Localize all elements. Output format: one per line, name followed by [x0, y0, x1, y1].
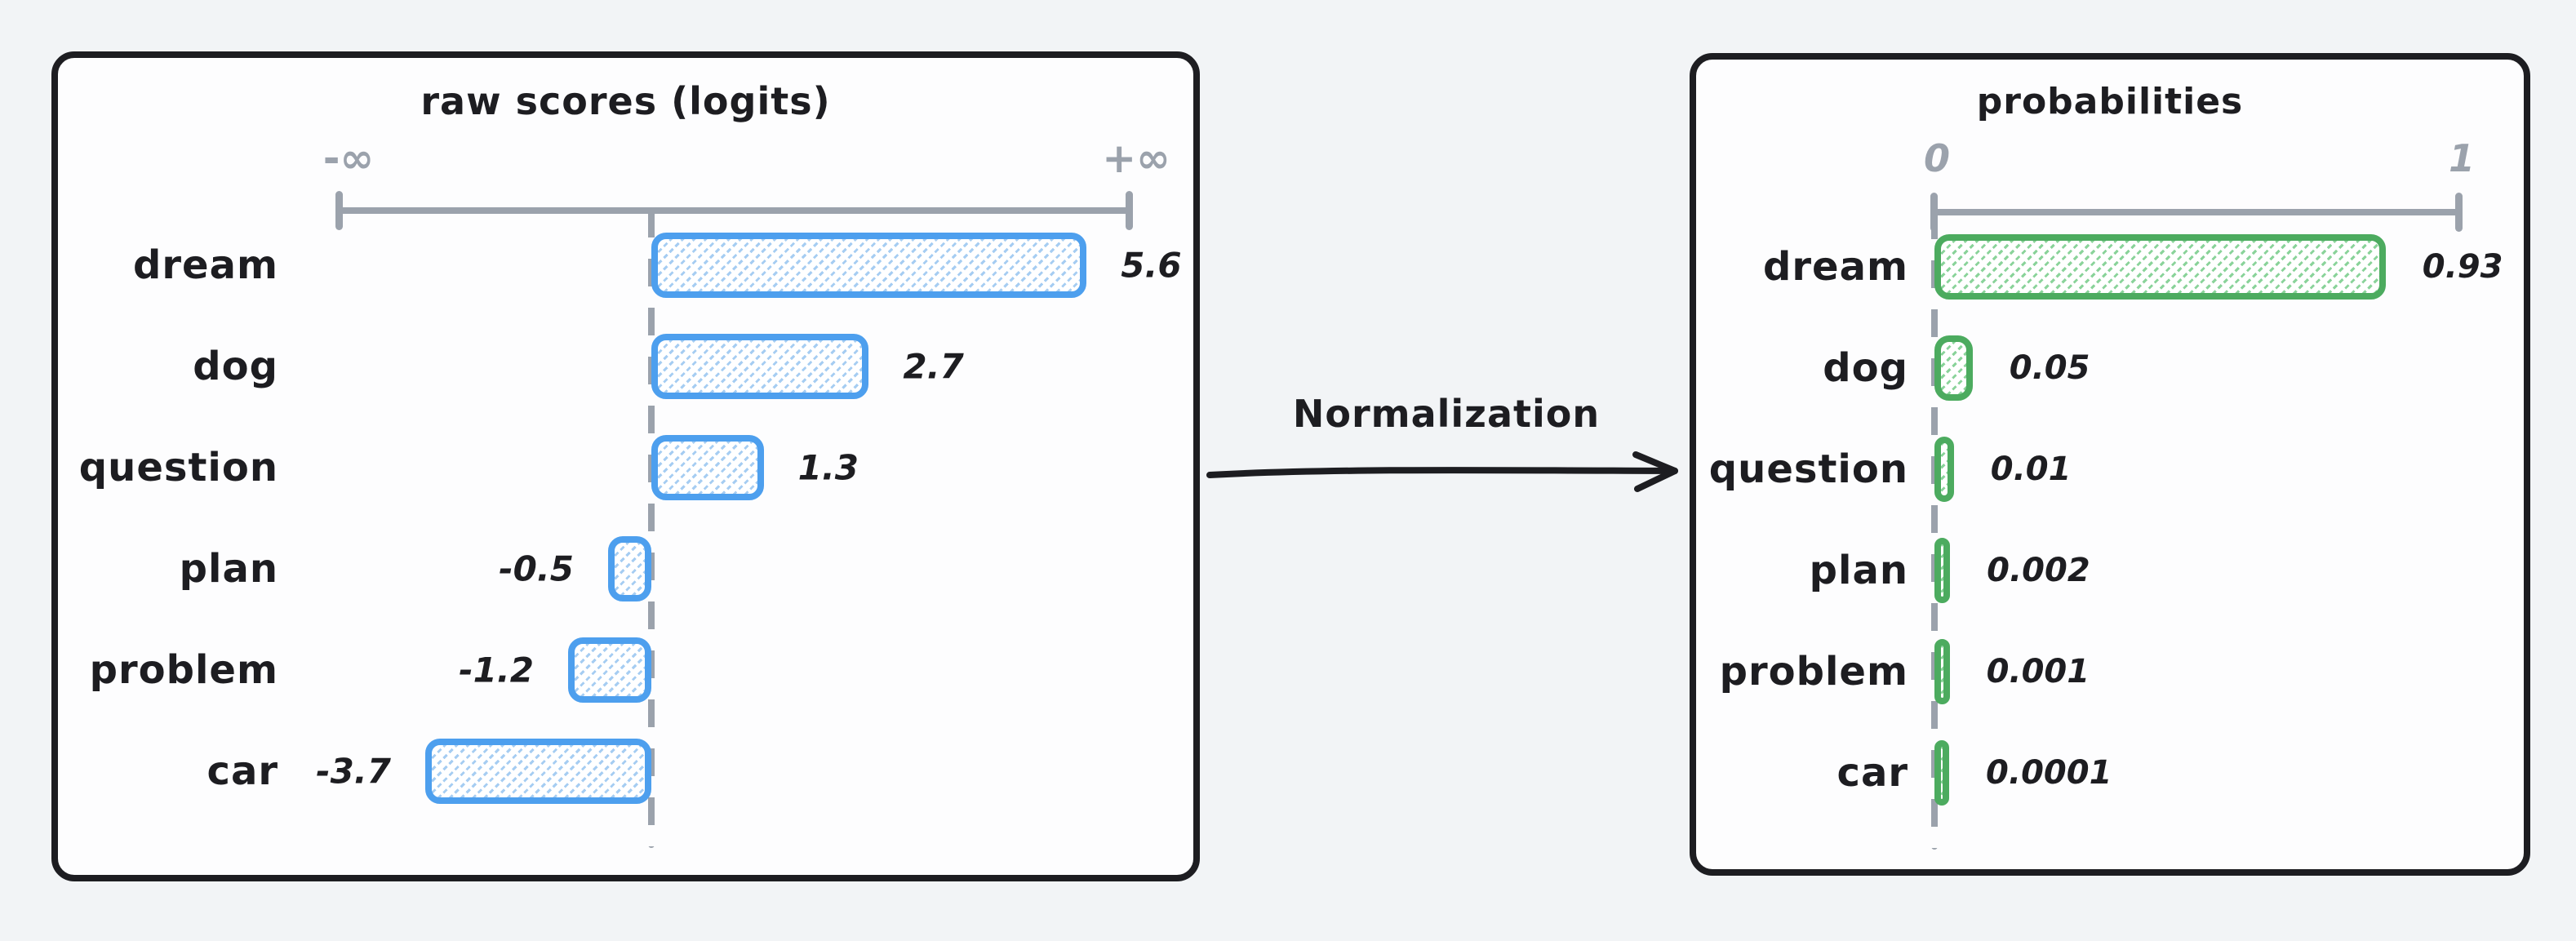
axis-tick-max [2455, 193, 2463, 232]
category-label: question [1708, 446, 1908, 492]
category-label: question [78, 445, 278, 490]
row-dog: dog 2.7 [58, 316, 1193, 417]
value-label: 5.6 [1121, 245, 1182, 286]
bar-dream [1934, 234, 2386, 300]
category-label: dream [133, 242, 278, 288]
category-label: car [1837, 750, 1908, 796]
row-question: question 1.3 [58, 417, 1193, 518]
axis-tick-max [1126, 191, 1133, 230]
chart-title: probabilities [1976, 81, 2244, 122]
bar-dog [651, 334, 869, 399]
bar-question [651, 435, 764, 500]
bar-problem [1934, 639, 1950, 704]
axis-line [339, 207, 1129, 214]
axis-tick-min [335, 191, 343, 230]
row-car: car 0.0001 [1696, 722, 2524, 823]
bar-plan [608, 536, 651, 601]
bar-dream [651, 233, 1087, 298]
category-label: problem [1719, 649, 1908, 695]
bar-car [425, 739, 651, 804]
bar-rows: dream 5.6 dog 2.7 question 1.3 plan -0.5… [58, 215, 1193, 822]
value-label: 0.93 [2422, 248, 2503, 286]
normalization-label: Normalization [1292, 392, 1601, 436]
normalization-transform: Normalization [1206, 384, 1686, 522]
value-label: 0.0001 [1986, 754, 2112, 792]
axis-line [1934, 209, 2458, 215]
value-label: 0.01 [1990, 451, 2072, 488]
row-plan: plan -0.5 [58, 518, 1193, 619]
category-label: car [207, 748, 278, 794]
row-problem: problem -1.2 [58, 619, 1193, 721]
row-question: question 0.01 [1696, 419, 2524, 520]
raw-scores-panel: raw scores (logits) -∞ +∞ dream 5.6 dog … [51, 51, 1200, 881]
axis-max-label: 1 [2448, 136, 2476, 180]
bar-plan [1934, 538, 1951, 603]
zero-baseline-dashed [648, 210, 655, 848]
axis-max-label: +∞ [1102, 135, 1170, 182]
category-label: plan [179, 546, 278, 592]
value-label: -0.5 [499, 548, 574, 589]
axis-min-label: -∞ [322, 135, 375, 182]
value-label: 0.05 [2009, 349, 2090, 387]
row-dream: dream 0.93 [1696, 216, 2524, 317]
bar-car [1934, 740, 1950, 806]
row-plan: plan 0.002 [1696, 520, 2524, 621]
probabilities-panel: probabilities 0 1 dream 0.93 dog 0.05 qu… [1690, 53, 2530, 876]
category-label: dog [193, 344, 278, 389]
value-label: 1.3 [797, 447, 859, 488]
row-car: car -3.7 [58, 721, 1193, 822]
chart-title: raw scores (logits) [420, 79, 831, 123]
value-label: -3.7 [316, 751, 391, 792]
category-label: dream [1763, 244, 1908, 290]
value-label: 2.7 [903, 346, 964, 387]
row-dream: dream 5.6 [58, 215, 1193, 316]
value-label: 0.001 [1986, 653, 2090, 690]
category-label: dog [1823, 345, 1908, 391]
bar-rows: dream 0.93 dog 0.05 question 0.01 plan 0… [1696, 216, 2524, 823]
value-label: -1.2 [459, 650, 534, 690]
axis-min-label: 0 [1923, 136, 1951, 180]
zero-baseline-dashed [1931, 211, 1938, 850]
bar-problem [568, 637, 651, 703]
bar-question [1934, 437, 1954, 502]
row-problem: problem 0.001 [1696, 621, 2524, 722]
value-label: 0.002 [1987, 552, 2090, 589]
row-dog: dog 0.05 [1696, 317, 2524, 419]
right-arrow-icon [1206, 451, 1678, 492]
category-label: problem [89, 647, 278, 693]
bar-dog [1934, 335, 1973, 401]
category-label: plan [1809, 548, 1908, 593]
